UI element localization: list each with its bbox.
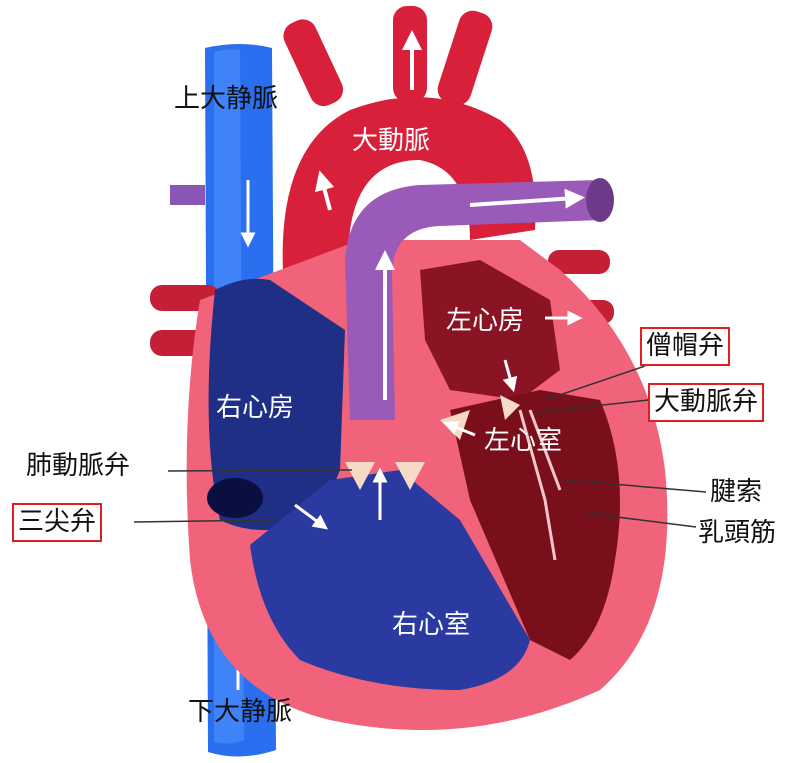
label-left-atrium: 左心房	[446, 306, 524, 336]
label-tricuspid-valve: 三尖弁	[12, 503, 102, 542]
label-mitral-valve: 僧帽弁	[640, 327, 730, 366]
label-inferior-vena-cava: 下大静脈	[188, 697, 292, 727]
label-superior-vena-cava: 上大静脈	[174, 84, 278, 114]
coronary-sinus	[207, 478, 263, 518]
label-right-atrium: 右心房	[216, 393, 294, 423]
label-right-ventricle: 右心室	[392, 610, 470, 640]
label-pulmonary-valve: 肺動脈弁	[26, 451, 130, 481]
label-aorta: 大動脈	[352, 126, 430, 156]
label-aortic-valve: 大動脈弁	[648, 383, 764, 422]
label-papillary-muscle: 乳頭筋	[698, 518, 776, 548]
label-left-ventricle: 左心室	[484, 426, 562, 456]
label-chordae-tendineae: 腱索	[710, 477, 762, 507]
